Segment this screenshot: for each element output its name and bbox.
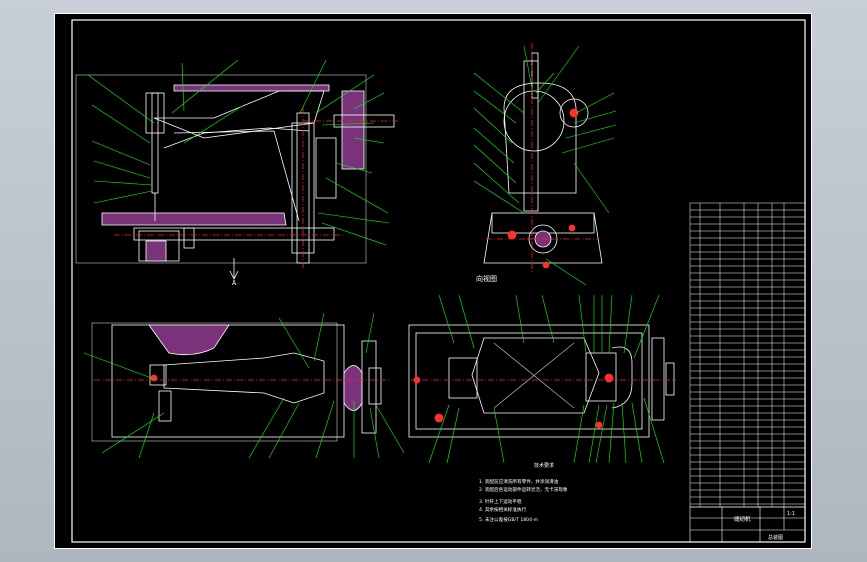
title-block-scale: 1:1: [787, 511, 795, 517]
title-block-drawing-no: 总装图: [768, 534, 783, 541]
title-block: [689, 506, 806, 543]
note-line: 1. 装配前应清洗所有零件，并涂润滑油: [479, 478, 559, 485]
sheet-inner-border: [71, 19, 806, 543]
sheet-outer-border: [54, 13, 812, 549]
section-view-leaders: [428, 294, 665, 464]
side-view: [483, 43, 603, 273]
side-view-leaders: [473, 45, 617, 286]
view-arrow-label: A: [232, 279, 237, 287]
front-view: [75, 74, 399, 280]
side-view-label: 向视图: [476, 274, 497, 283]
top-view: [91, 322, 389, 442]
drawing-canvas: A: [54, 13, 812, 549]
top-view-leaders: [83, 312, 405, 459]
parts-list: [689, 202, 806, 508]
note-line: 5. 未注公差按GB/T 1804-m: [479, 516, 539, 523]
section-view: [408, 324, 676, 438]
technical-notes: 1. 装配前应清洗所有零件，并涂润滑油 2. 装配后各运动部件运转灵活，无卡滞现…: [479, 478, 568, 523]
notes-title: 技术要求: [534, 462, 554, 469]
note-line: 4. 其余按相关标准执行: [479, 506, 527, 513]
parts-list-frame: [689, 202, 806, 508]
note-line: 2. 装配后各运动部件运转灵活，无卡滞现象: [479, 486, 568, 493]
front-view-leaders: [87, 59, 390, 246]
title-block-name: 缝纫机: [734, 515, 751, 523]
drawing-sheet: A: [54, 13, 812, 549]
note-line: 3. 针杆上下运动平稳: [479, 498, 522, 505]
